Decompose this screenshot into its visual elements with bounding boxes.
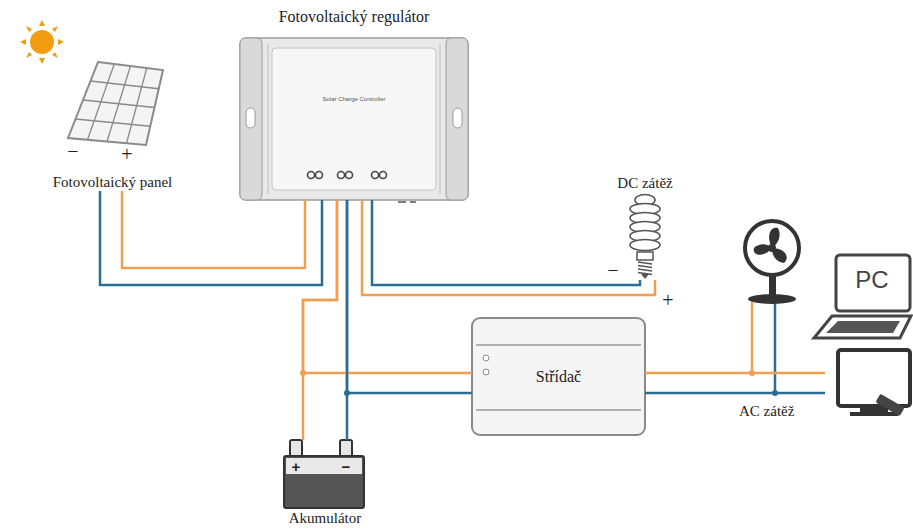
wire: [645, 392, 825, 395]
wire: [303, 200, 472, 373]
junction-dot: [300, 370, 306, 376]
wire: [347, 200, 472, 393]
polarity-sign: +: [662, 289, 673, 312]
device-label: PC: [855, 266, 888, 294]
polarity-sign: −: [607, 259, 618, 282]
tv-icon: [838, 350, 910, 416]
polarity-sign: −: [342, 458, 351, 475]
node-label: Solar Charge Controller: [322, 96, 385, 102]
wire: [122, 191, 305, 268]
solar-panel: [68, 62, 163, 145]
wire: [303, 200, 337, 440]
inverter-box: Střídač: [472, 318, 645, 435]
node-heading: Fotovoltaický regulátor: [279, 8, 430, 26]
node-label: AC zátěž: [739, 403, 794, 420]
inverter-housing: [472, 318, 645, 435]
controller-housing: [240, 38, 468, 202]
bulb-icon: [630, 195, 660, 280]
wire: [645, 372, 825, 375]
polarity-sign: +: [292, 458, 301, 475]
node-label: Fotovoltaický panel: [53, 174, 173, 191]
terminal-screws: [308, 172, 387, 179]
sun-icon: [20, 20, 64, 64]
junction-dot: [344, 390, 350, 396]
controller-box: Fotovoltaický regulátorSolar Charge Cont…: [240, 38, 468, 200]
wire: [774, 302, 777, 393]
junction-dot: [749, 370, 755, 376]
wire: [100, 191, 322, 285]
polarity-sign: −: [67, 140, 78, 163]
fan-icon: [745, 221, 799, 304]
battery-node: Akumulátor: [278, 440, 372, 528]
node-label: DC zátěž: [617, 175, 672, 192]
node-label: Střídač: [536, 368, 581, 386]
wire: [362, 200, 655, 295]
laptop-icon: [814, 255, 911, 338]
battery-icon: [284, 440, 364, 508]
panel-node: Fotovoltaický panel: [45, 58, 180, 191]
wire: [751, 302, 754, 373]
node-label: Akumulátor: [289, 510, 362, 527]
wire: [372, 200, 640, 285]
polarity-sign: +: [121, 143, 132, 166]
junction-dot: [772, 390, 778, 396]
